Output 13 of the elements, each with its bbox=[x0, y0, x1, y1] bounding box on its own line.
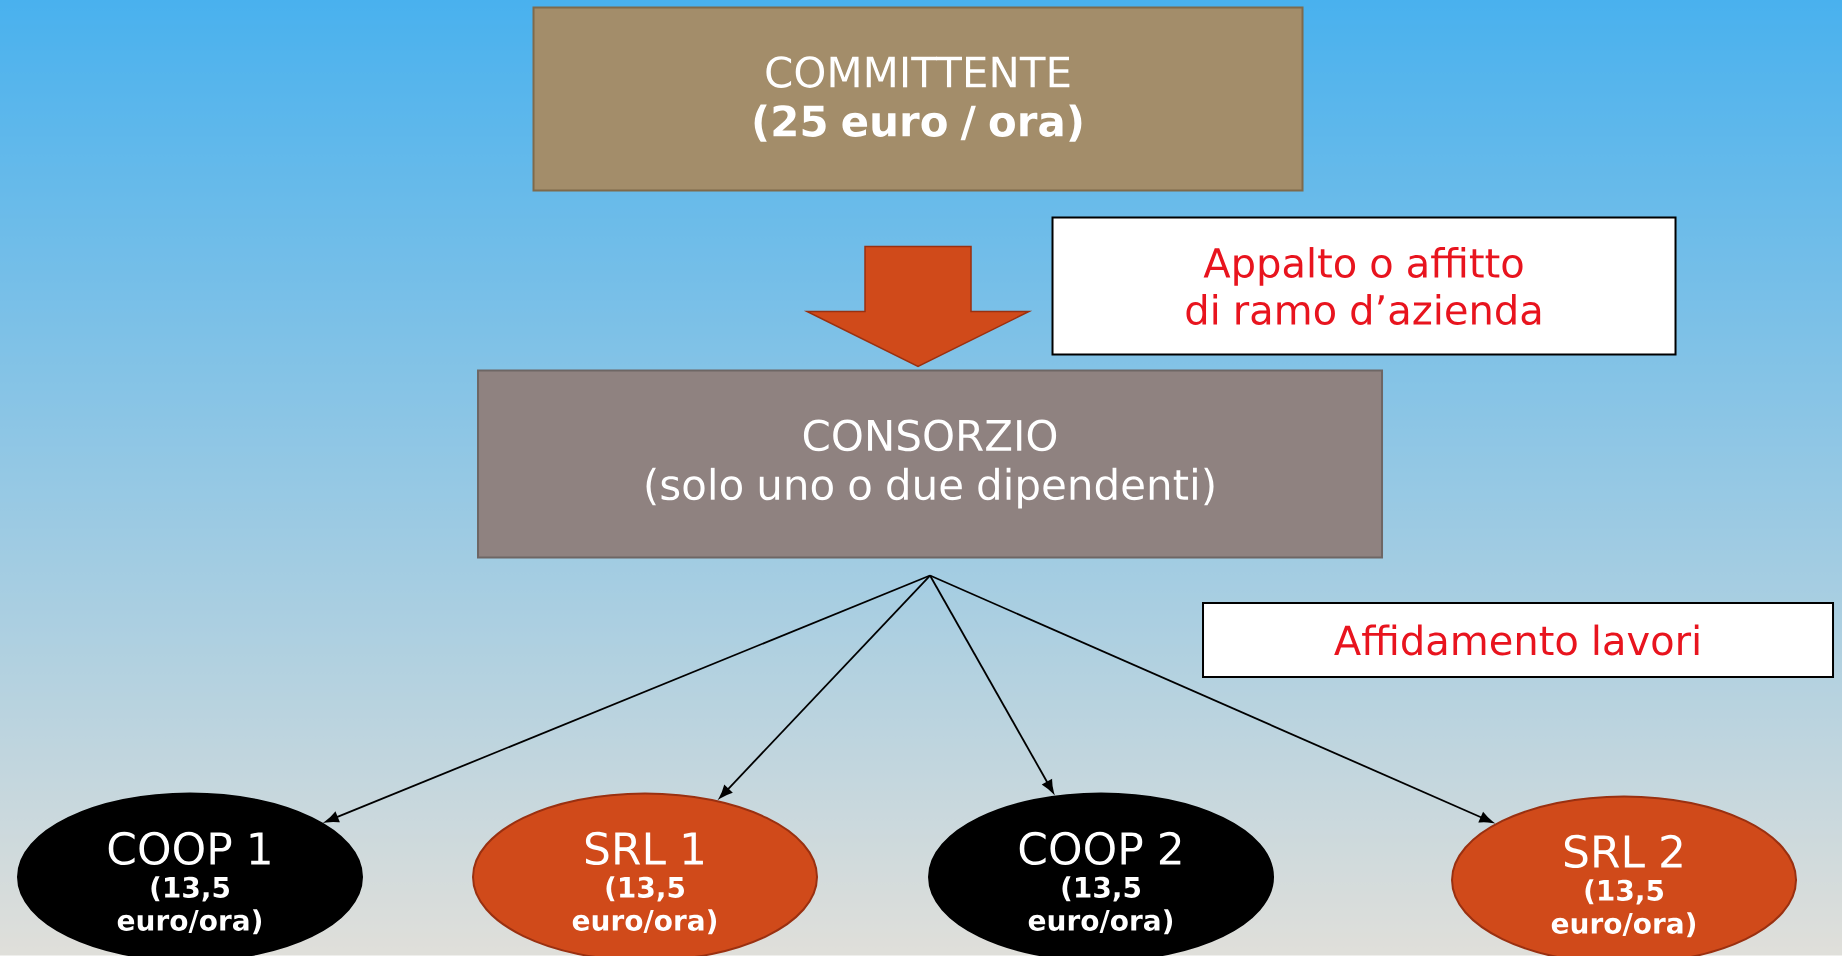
arrow bbox=[929, 574, 1054, 794]
note-box: Appalto o affitto di ramo d’azienda bbox=[1051, 216, 1677, 356]
note-box: Affidamento lavori bbox=[1202, 602, 1834, 678]
ellipse-node: COOP 2 (13,5 euro/ora) bbox=[928, 792, 1274, 956]
process-box: CONSORZIO (solo uno o due dipendenti) bbox=[477, 369, 1383, 559]
block-arrow bbox=[803, 245, 1033, 368]
process-box: COMMITTENTE (25 euro / ora) bbox=[532, 6, 1304, 192]
arrow bbox=[325, 574, 931, 823]
ellipse-node: SRL 1 (13,5 euro/ora) bbox=[472, 792, 818, 956]
arrow bbox=[929, 574, 1493, 823]
ellipse-node: SRL 2 (13,5 euro/ora) bbox=[1451, 795, 1797, 956]
arrow bbox=[719, 574, 931, 799]
ellipse-node: COOP 1 (13,5 euro/ora) bbox=[17, 792, 363, 956]
